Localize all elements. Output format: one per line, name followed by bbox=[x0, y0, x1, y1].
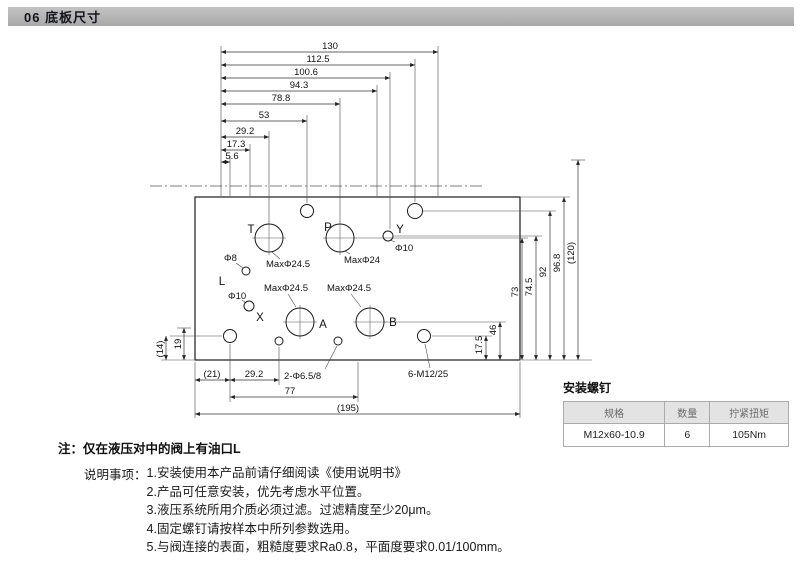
small-hole-2 bbox=[333, 336, 343, 346]
instructions-label: 说明事项： bbox=[84, 468, 147, 482]
label-small-holes: 2-Φ6.5/8 bbox=[284, 371, 321, 382]
screws-table-row: M12x60-10.9 6 105Nm bbox=[562, 423, 789, 447]
port-b-circle bbox=[355, 307, 385, 337]
screw-qty-value: 6 bbox=[664, 423, 711, 447]
instruction-item-2: 2.产品可任意安装，优先考虑水平位置。 bbox=[146, 484, 370, 499]
screws-col-spec: 规格 bbox=[562, 401, 666, 424]
dim-92: 92 bbox=[538, 267, 549, 278]
instructions-section: 说明事项： 1.安装使用本产品前请仔细阅读《使用说明书》 2.产品可任意安装，优… bbox=[84, 464, 510, 557]
port-p-label: P bbox=[324, 222, 332, 234]
dim-94-3: 94.3 bbox=[290, 80, 309, 91]
dim-5-6: 5.6 bbox=[225, 151, 238, 162]
page-title: 06 底板尺寸 bbox=[24, 10, 102, 25]
instruction-item-1: 1.安装使用本产品前请仔细阅读《使用说明书》 bbox=[146, 466, 407, 480]
dim-21: (21) bbox=[204, 369, 221, 380]
dim-17-3: 17.3 bbox=[227, 139, 246, 150]
label-max-t: MaxΦ24.5 bbox=[266, 259, 310, 270]
port-l-label: L bbox=[219, 276, 226, 288]
label-phi8: Φ8 bbox=[224, 253, 237, 264]
dim-130: 130 bbox=[322, 41, 338, 52]
port-b-label: B bbox=[389, 317, 397, 329]
dim-29-2-top: 29.2 bbox=[236, 126, 255, 137]
screw-spec-value: M12x60-10.9 bbox=[562, 423, 666, 447]
port-crosshairs bbox=[252, 221, 387, 339]
port-a-circle bbox=[285, 307, 315, 337]
port-t-label: T bbox=[247, 224, 254, 236]
label-mount-holes: 6-M12/25 bbox=[408, 369, 448, 380]
mount-hole-bottom-right bbox=[417, 329, 431, 343]
screws-table-header-row: 规格 数量 拧紧扭矩 bbox=[562, 401, 789, 424]
dim-29-2-bottom: 29.2 bbox=[245, 369, 264, 380]
dim-74-5: 74.5 bbox=[524, 278, 535, 297]
screw-torque-value: 105Nm bbox=[709, 423, 789, 447]
dim-77: 77 bbox=[285, 386, 296, 397]
label-max-a: MaxΦ24.5 bbox=[264, 283, 308, 294]
dim-46: 46 bbox=[488, 325, 499, 336]
dim-78-8: 78.8 bbox=[272, 93, 291, 104]
dim-112-5: 112.5 bbox=[306, 54, 329, 65]
instructions-list: 1.安装使用本产品前请仔细阅读《使用说明书》 2.产品可任意安装，优先考虑水平位… bbox=[147, 464, 510, 557]
ports-and-holes bbox=[223, 203, 431, 346]
label-max-p: MaxΦ24 bbox=[344, 255, 380, 266]
baseplate-outline bbox=[194, 196, 521, 361]
mount-hole-top-left bbox=[300, 204, 314, 218]
dim-17-5: 17.5 bbox=[474, 336, 485, 355]
instruction-item-4: 4.固定螺钉请按样本中所列参数选用。 bbox=[146, 521, 357, 536]
port-a-label: A bbox=[319, 319, 327, 331]
label-phi10-top: Φ10 bbox=[395, 243, 413, 254]
dim-120: (120) bbox=[566, 242, 577, 264]
dimension-lines bbox=[164, 50, 580, 416]
center-valve-note: 注：仅在液压对中的阀上有油口L bbox=[58, 442, 241, 456]
screws-table-title: 安装螺钉 bbox=[563, 381, 612, 395]
small-hole-1 bbox=[274, 336, 284, 346]
dim-73: 73 bbox=[510, 287, 521, 298]
mount-hole-bottom-left bbox=[223, 329, 237, 343]
dim-96-8: 96.8 bbox=[552, 254, 563, 273]
instruction-item-5: 5.与阀连接的表面，粗糙度要求Ra0.8，平面度要求0.01/100mm。 bbox=[146, 540, 510, 554]
label-max-b: MaxΦ24.5 bbox=[327, 283, 371, 294]
dim-53: 53 bbox=[259, 110, 270, 121]
mount-hole-top-right bbox=[407, 203, 423, 219]
screws-col-qty: 数量 bbox=[664, 401, 711, 424]
screws-col-torque: 拧紧扭矩 bbox=[709, 401, 789, 424]
dim-195: (195) bbox=[337, 403, 359, 414]
dim-19: 19 bbox=[173, 339, 184, 350]
port-l-circle bbox=[241, 266, 251, 276]
port-p-circle bbox=[325, 223, 355, 253]
port-y-circle bbox=[382, 230, 394, 242]
label-phi10-left: Φ10 bbox=[228, 291, 246, 302]
extension-lines bbox=[161, 46, 592, 418]
instruction-item-3: 3.液压系统所用介质必须过滤。过滤精度至少20μm。 bbox=[146, 503, 439, 517]
dim-100-6: 100.6 bbox=[294, 67, 318, 78]
mounting-screws-panel: 安装螺钉 规格 数量 拧紧扭矩 M12x60-10.9 6 105Nm bbox=[562, 379, 789, 447]
port-t-circle bbox=[254, 223, 284, 253]
port-x-label: X bbox=[256, 312, 264, 324]
screws-table: 规格 数量 拧紧扭矩 M12x60-10.9 6 105Nm bbox=[562, 401, 789, 447]
port-y-label: Y bbox=[396, 224, 404, 236]
page-header: 06 底板尺寸 bbox=[8, 7, 794, 26]
dim-14: (14) bbox=[155, 341, 166, 358]
port-x-circle bbox=[243, 300, 255, 312]
